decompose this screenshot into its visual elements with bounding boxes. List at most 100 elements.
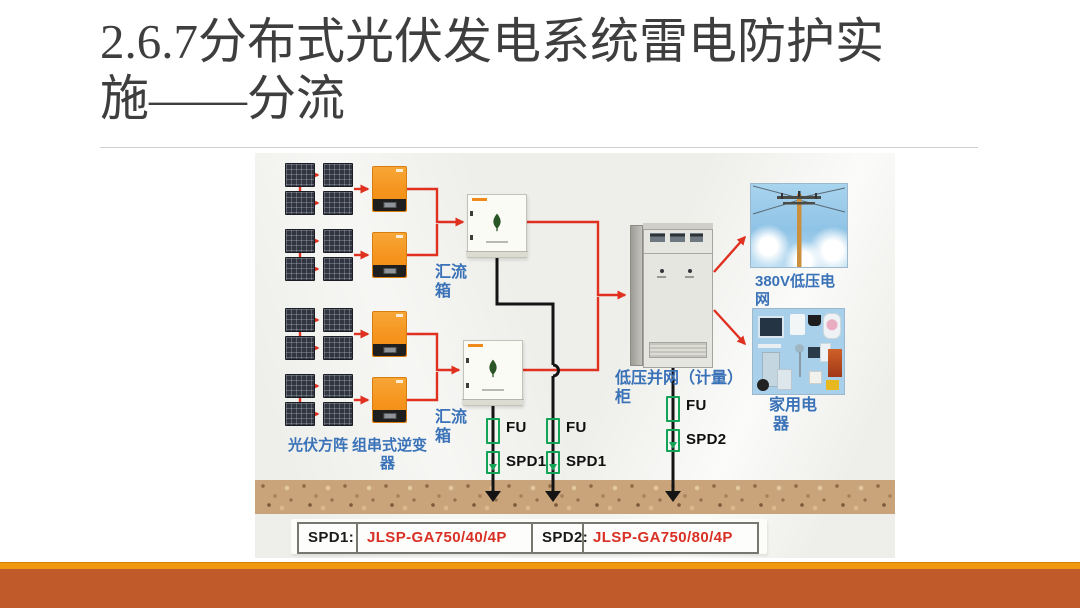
lv-grid-label-line2: 网 (755, 290, 771, 308)
pv-panel (323, 163, 353, 187)
pv-panel (323, 191, 353, 215)
appliances-label-line2: 器 (773, 415, 790, 433)
combiner-flange (466, 251, 528, 257)
cabinet-top-bar (643, 223, 713, 230)
home-appliances-label: 家用电 器 (769, 397, 817, 435)
hinge-dot (466, 358, 469, 363)
appliances-label-line1: 家用电 (769, 397, 818, 414)
combiner-caption-mark (486, 241, 508, 243)
pv-array-cluster-2 (285, 229, 353, 281)
spd2-label-c: SPD2 (686, 431, 727, 448)
combiner-box-2 (462, 340, 524, 406)
leaf-logo-icon (493, 213, 501, 231)
inverter-logo-icon (396, 380, 403, 383)
hinge-dot (470, 211, 473, 216)
combiner-label-line2: 箱 (435, 427, 452, 445)
pv-array-label: 光伏方阵 (288, 437, 349, 454)
combiner-label-line1: 汇流 (435, 264, 468, 281)
cooler-icon (777, 369, 792, 390)
spd1-label-a: SPD1 (506, 453, 547, 470)
cabinet-divider (643, 253, 713, 254)
wine-cabinet-icon (828, 349, 842, 377)
pv-panel (285, 402, 315, 426)
spd2-spec-label: SPD2: (531, 524, 588, 552)
string-inverter-4 (372, 377, 407, 423)
spd2-symbol-c (666, 429, 680, 452)
cabinet-label-line2: 柜 (615, 388, 632, 406)
inverter-logo-icon (396, 314, 403, 317)
cabinet-lock (660, 269, 664, 273)
hinge-dot (466, 383, 469, 388)
inverter-screen (383, 347, 396, 353)
microwave-icon (809, 371, 822, 384)
inverter-display-strip (373, 410, 406, 422)
combiner-label-line1: 汇流 (435, 409, 468, 426)
inverter-display-strip (373, 199, 406, 211)
tv-icon (758, 316, 784, 338)
spd-arrow-icon (549, 464, 557, 471)
fuse-label-a: FU (506, 419, 527, 436)
pv-panel (285, 308, 315, 332)
inverter-screen (383, 268, 396, 274)
combiner-box-label-1: 汇流 箱 (435, 264, 467, 302)
pv-panel (323, 374, 353, 398)
spd-arrow-icon (669, 442, 677, 449)
ac-unit-icon (758, 344, 781, 348)
cabinet-meter (670, 233, 685, 242)
spd1-spec-value: JLSP-GA750/40/4P (356, 524, 531, 552)
combiner-flange (462, 399, 524, 405)
pv-array-cluster-3 (285, 308, 353, 360)
washing-machine-icon (823, 313, 841, 339)
pv-panel (285, 257, 315, 281)
bottom-accent-band (0, 569, 1080, 608)
inverter-display-strip (373, 265, 406, 277)
spec-table: SPD1: JLSP-GA750/40/4P SPD2: JLSP-GA750/… (297, 522, 759, 554)
cabinet-meter (690, 233, 703, 242)
pv-panel (285, 229, 315, 253)
small-tv-icon (808, 347, 821, 358)
pv-panel (323, 402, 353, 426)
pv-panel (285, 191, 315, 215)
leaf-logo-icon (489, 359, 497, 378)
cabinet-vent-grille (649, 342, 707, 358)
cabinet-lock-label (685, 276, 694, 278)
inverter-logo-icon (396, 169, 403, 172)
combiner-caption-mark (482, 389, 504, 391)
inverter-screen (383, 413, 396, 419)
cabinet-label-line1: 低压并网（计量） (615, 370, 744, 387)
string-inverter-3 (372, 311, 407, 357)
inverter-label-line1: 组串式逆变 (352, 437, 428, 454)
combiner-box-label-2: 汇流 箱 (435, 409, 467, 447)
cabinet-lock (688, 269, 692, 273)
combiner-brand-mark (468, 344, 483, 347)
grid-cabinet-label: 低压并网（计量） 柜 (615, 370, 743, 408)
fuse-label-c: FU (686, 397, 707, 414)
pv-panel (285, 374, 315, 398)
pv-panel (323, 257, 353, 281)
inverter-display-strip (373, 344, 406, 356)
spd1-label-b: SPD1 (566, 453, 607, 470)
inverter-label-line2: 器 (380, 454, 396, 472)
title-line-1: 2.6.7分布式光伏发电系统雷电防护实 (100, 14, 885, 69)
fuse-symbol-c (666, 396, 680, 422)
spd2-spec-value: JLSP-GA750/80/4P (582, 524, 757, 552)
kettle-icon (757, 379, 769, 391)
spd1-spec-label: SPD1: (308, 529, 355, 546)
pv-array-cluster-1 (285, 163, 353, 215)
pv-array-cluster-4 (285, 374, 353, 426)
pv-panel (323, 336, 353, 360)
page-title: 2.6.7分布式光伏发电系统雷电防护实 施——分流 (100, 14, 990, 128)
cabinet-side-panel (630, 225, 643, 366)
lv-grid-label: 380V低压电 网 (755, 273, 835, 308)
string-inverter-label: 组串式逆变 器 (352, 437, 427, 472)
combiner-box-1 (466, 194, 528, 258)
grid-connection-cabinet (630, 223, 713, 368)
string-inverter-2 (372, 232, 407, 278)
cabinet-lock-label (657, 276, 666, 278)
pv-panel (323, 229, 353, 253)
fan-pole-icon (799, 352, 801, 377)
ground-symbols (485, 491, 681, 502)
inverter-logo-icon (396, 235, 403, 238)
spd-arrow-icon (489, 464, 497, 471)
